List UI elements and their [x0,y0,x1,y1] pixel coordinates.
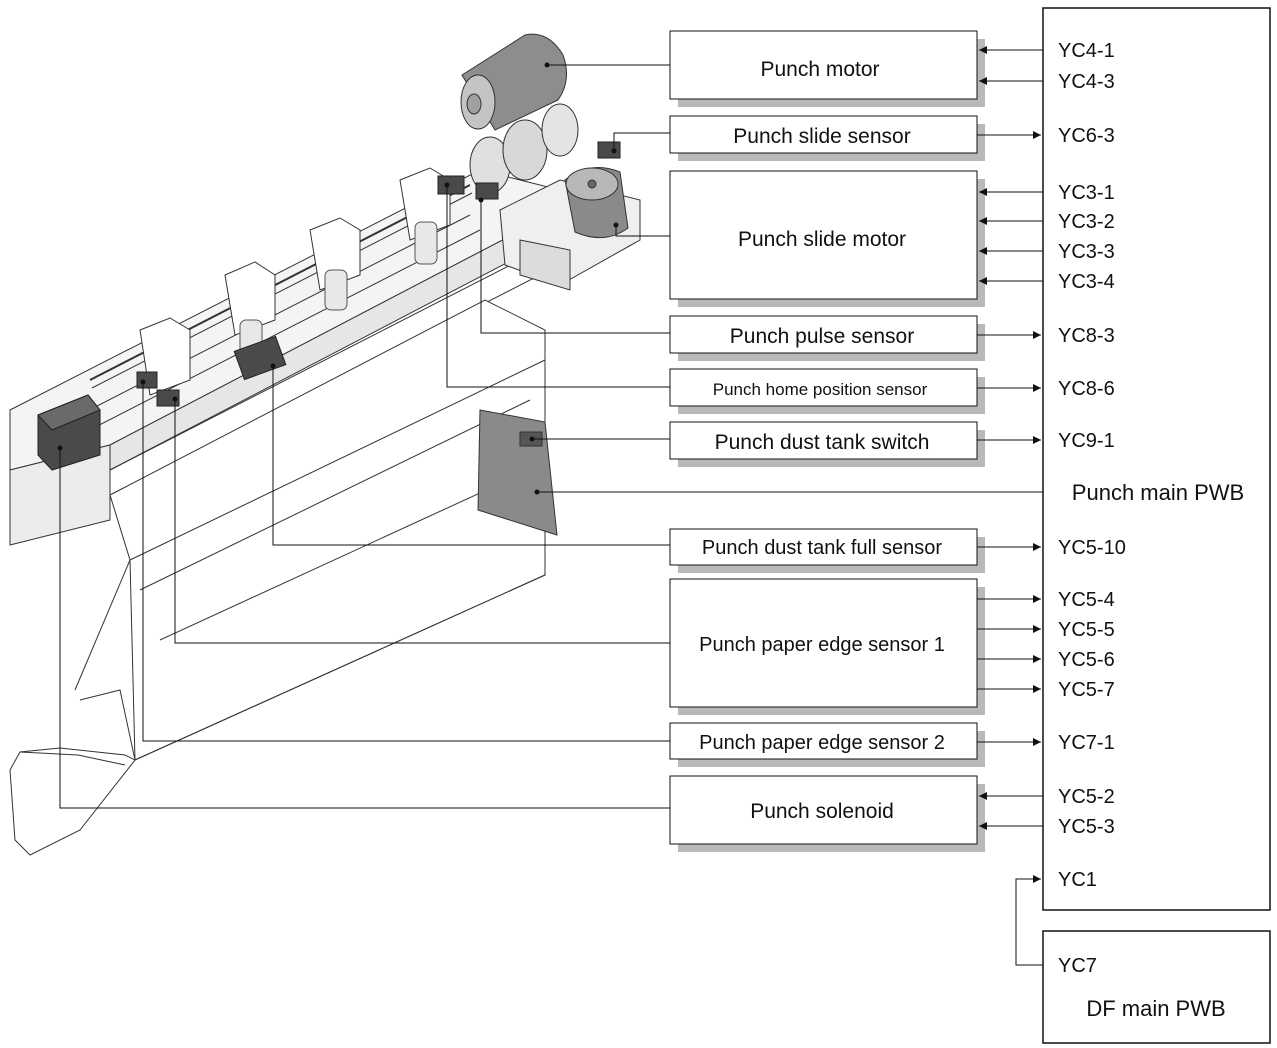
connector-yc5-3: YC5-3 [1058,816,1115,838]
signal-arrows [977,50,1043,965]
df-main-pwb-label: DF main PWB [1086,996,1225,1021]
punch-paper-edge-sensor-1-label: Punch paper edge sensor 1 [699,634,945,656]
connector-yc4-3: YC4-3 [1058,71,1115,93]
connector-yc8-3: YC8-3 [1058,325,1115,347]
connector-yc5-6: YC5-6 [1058,649,1115,671]
connector-yc4-1: YC4-1 [1058,40,1115,62]
connector-yc9-1: YC9-1 [1058,430,1115,452]
punch-dust-tank-switch-label: Punch dust tank switch [715,431,930,454]
connector-yc6-3: YC6-3 [1058,125,1115,147]
punch-paper-edge-sensor-2-label: Punch paper edge sensor 2 [699,732,945,754]
connector-yc7: YC7 [1058,955,1097,977]
punch-pulse-sensor-label: Punch pulse sensor [730,325,914,348]
connector-yc5-7: YC5-7 [1058,679,1115,701]
connector-yc3-1: YC3-1 [1058,182,1115,204]
punch-slide-sensor-illustration [598,142,620,158]
punch-slide-motor-label: Punch slide motor [738,228,906,251]
punch-dust-tank-full-sensor-label: Punch dust tank full sensor [702,537,942,559]
punch-home-position-sensor-illustration [438,176,464,194]
punch-main-pwb-label: Punch main PWB [1072,480,1244,505]
punch-home-position-sensor-label: Punch home position sensor [713,380,928,399]
connector-yc5-5: YC5-5 [1058,619,1115,641]
connector-yc3-4: YC3-4 [1058,271,1115,293]
punch-motor-label: Punch motor [760,58,879,81]
connector-yc7-1: YC7-1 [1058,732,1115,754]
punch-paper-edge-sensor-2-illustration [137,372,157,388]
connector-yc3-2: YC3-2 [1058,211,1115,233]
df-main-pwb-box [1043,931,1270,1043]
connector-yc1: YC1 [1058,869,1097,891]
connector-yc8-6: YC8-6 [1058,378,1115,400]
punch-solenoid-label: Punch solenoid [750,800,894,823]
connector-yc5-10: YC5-10 [1058,537,1126,559]
connector-yc5-4: YC5-4 [1058,589,1115,611]
connector-yc5-2: YC5-2 [1058,786,1115,808]
punch-slide-motor-illustration [565,168,628,238]
connector-yc3-3: YC3-3 [1058,241,1115,263]
punch-slide-sensor-label: Punch slide sensor [733,125,910,148]
punch-pulse-sensor-illustration [476,183,498,199]
